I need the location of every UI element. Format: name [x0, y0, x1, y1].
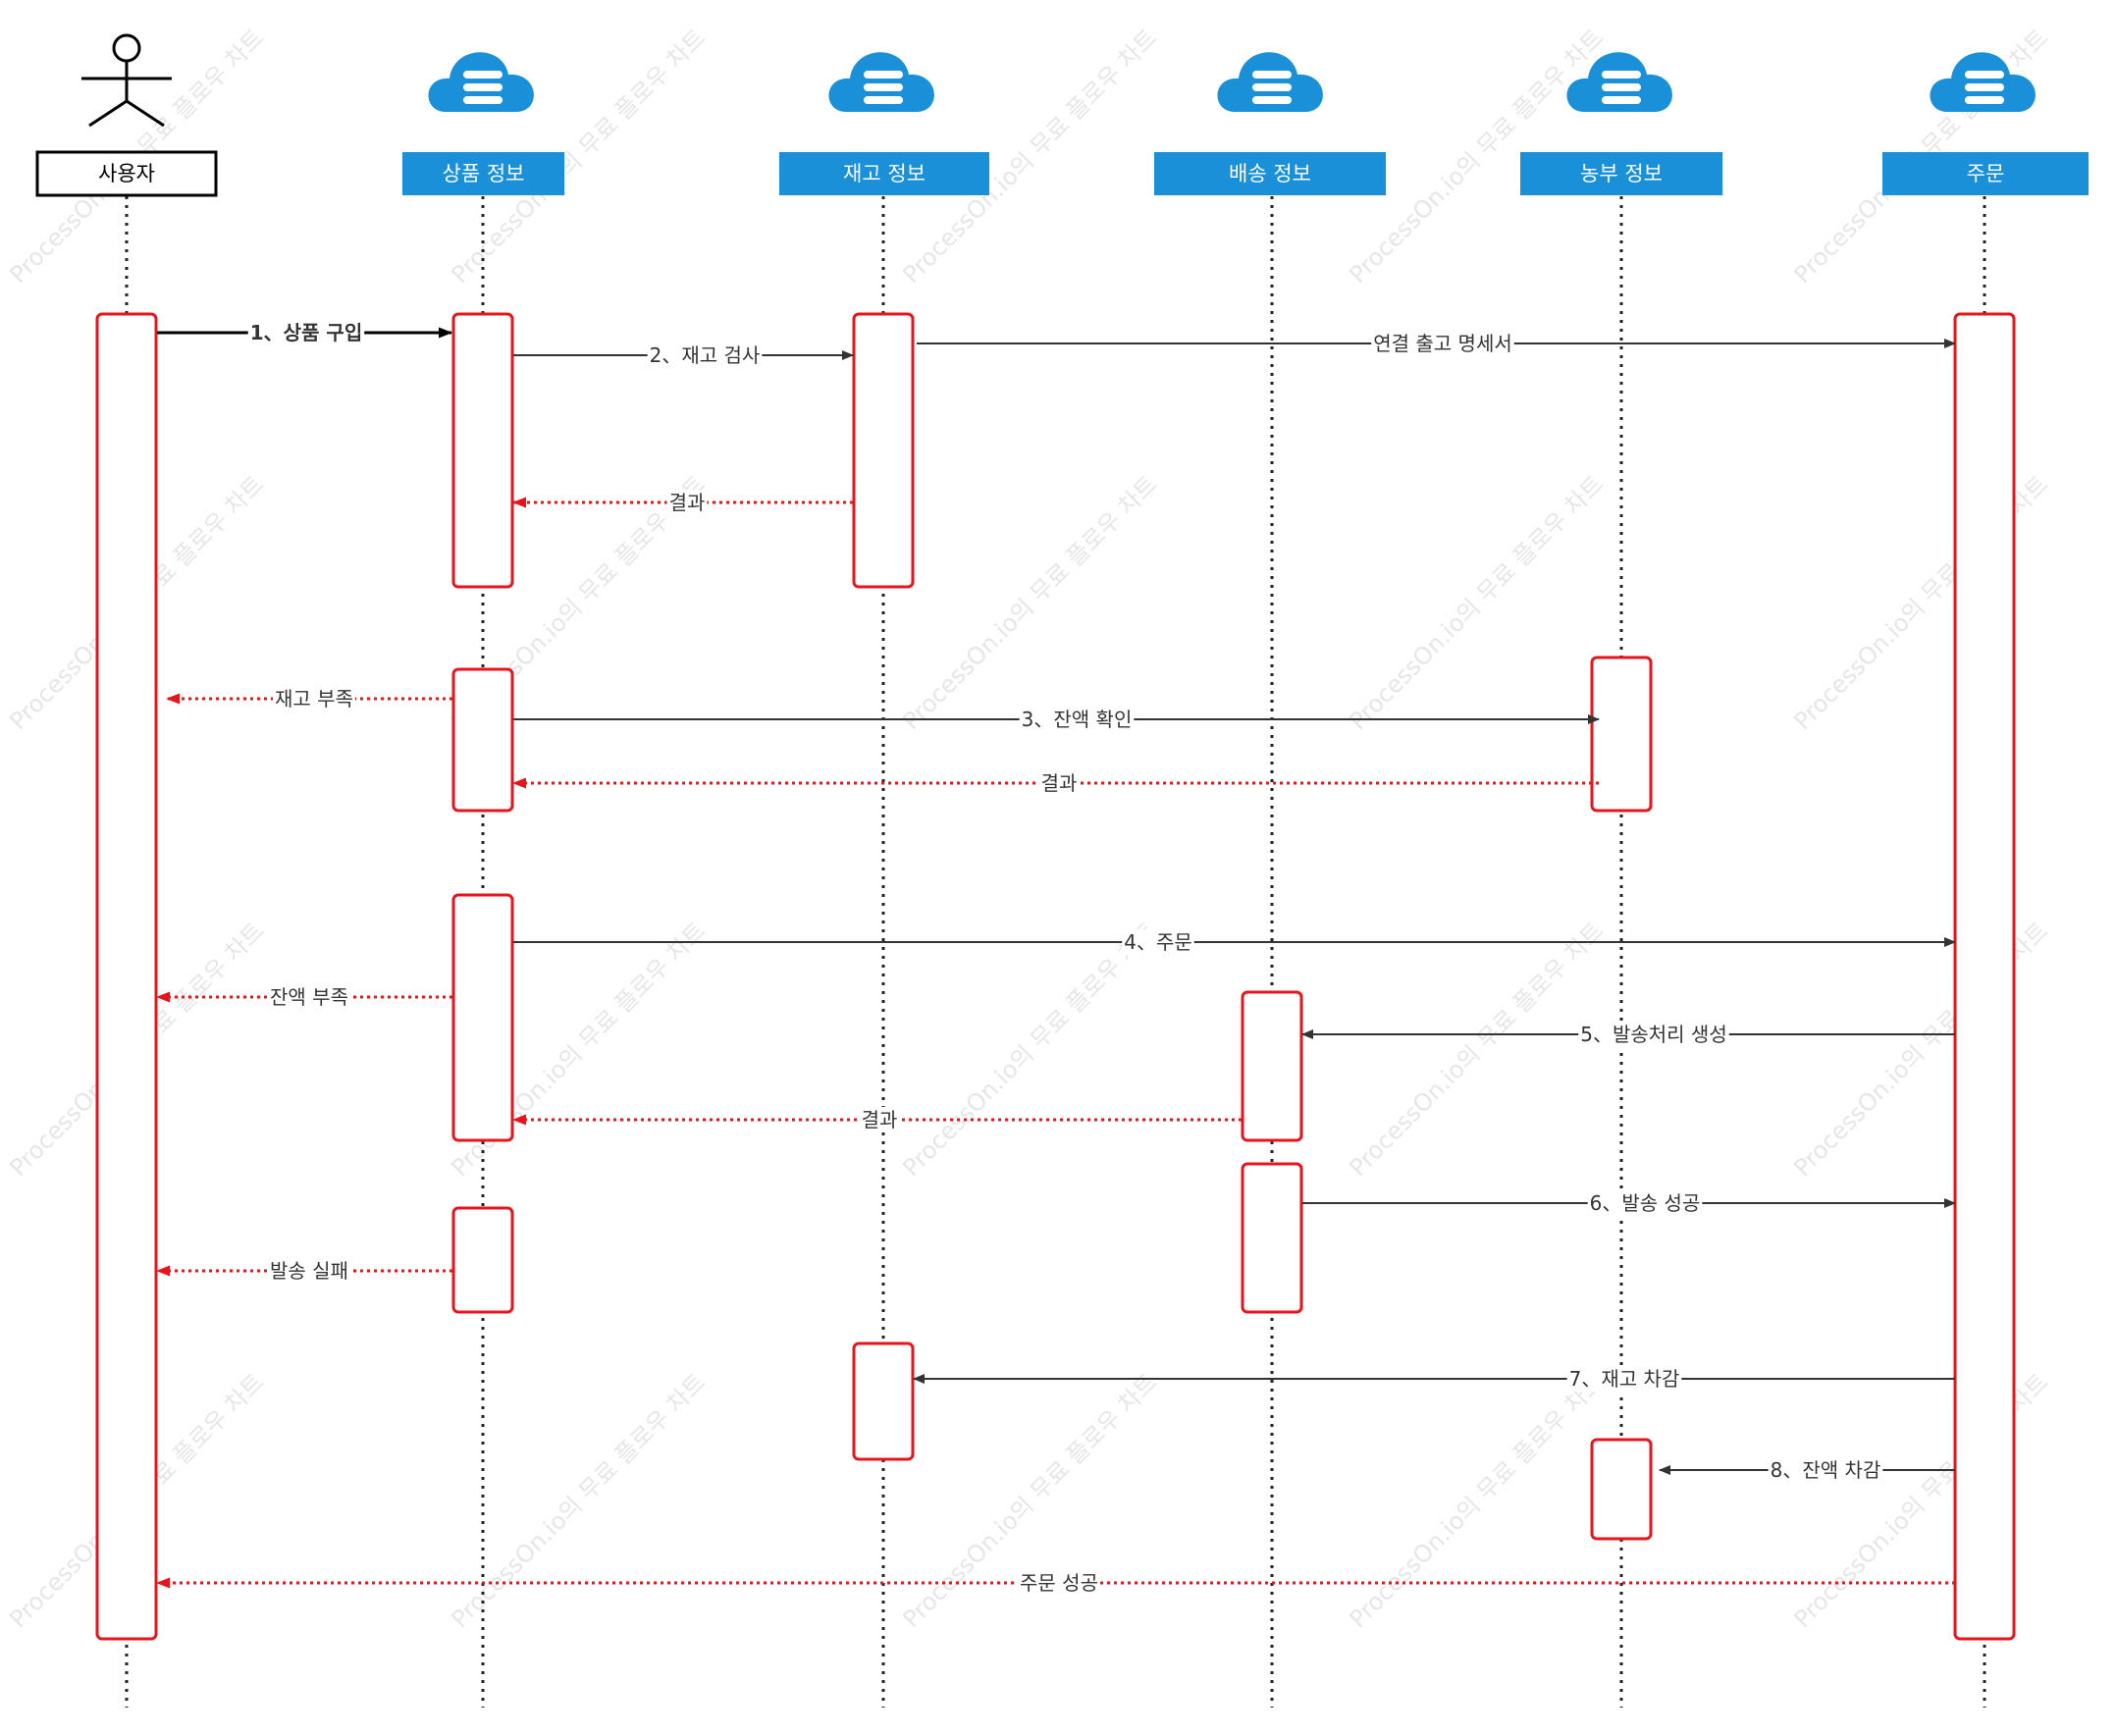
message-1: 1、상품 구입 [157, 320, 452, 345]
participant-box [1520, 152, 1722, 195]
message-label-bg [647, 342, 763, 368]
message-8: 4、주문 [513, 929, 1956, 955]
watermark-text: ProcessOn.io의 무료 플로우 차트 [897, 470, 1162, 735]
message-label: 결과 [862, 1108, 898, 1131]
message-label: 5、발송처리 생성 [1580, 1023, 1726, 1046]
return-message-9: 잔액 부족 [156, 984, 452, 1010]
participant-label: 농부 정보 [1580, 162, 1663, 185]
message-label: 주문 성공 [1020, 1571, 1098, 1595]
message-2: 2、재고 검사 [513, 342, 854, 368]
cloud-database-icon [1566, 52, 1672, 112]
message-label-bg [1019, 707, 1135, 732]
activation-bar-stock [852, 1341, 915, 1461]
message-label-bg [268, 1258, 350, 1284]
participant-box [35, 150, 218, 197]
message-label-bg [1038, 770, 1080, 796]
cloud-database-icon [828, 52, 934, 112]
message-14: 7、재고 차감 [913, 1366, 1955, 1392]
activation-bar-farmer [1590, 1438, 1653, 1541]
watermark-text: ProcessOn.io의 무료 플로우 차트 [1344, 1368, 1609, 1633]
participant-box [1154, 152, 1386, 195]
message-label: 발송 실패 [270, 1259, 348, 1283]
message-label: 1、상품 구입 [250, 321, 362, 344]
return-message-7: 결과 [512, 770, 1599, 796]
message-label: 7、재고 차감 [1569, 1367, 1680, 1391]
message-3: 연결 출고 명세서 [917, 331, 1956, 356]
message-label-bg [1578, 1022, 1729, 1047]
message-label-bg [1587, 1190, 1703, 1216]
cloud-database-icon [1930, 52, 2036, 112]
message-12: 6、발송 성공 [1302, 1190, 1956, 1216]
participant-product: 상품 정보 [402, 52, 564, 195]
participant-order: 주문 [1882, 52, 2089, 195]
message-label: 2、재고 검사 [650, 343, 761, 367]
participant-stock: 재고 정보 [779, 52, 989, 195]
message-15: 8、잔액 차감 [1659, 1457, 1955, 1483]
message-label: 연결 출고 명세서 [1373, 332, 1512, 355]
return-message-16: 주문 성공 [156, 1570, 1955, 1596]
watermark-layer: ProcessOn.io의 무료 플로우 차트 ProcessOn.io의 무료 … [4, 24, 2053, 1633]
return-message-13: 발송 실패 [156, 1258, 452, 1284]
activation-layer [95, 312, 2016, 1641]
participant-label: 재고 정보 [843, 162, 926, 185]
participant-box [779, 152, 989, 195]
message-label: 6、발송 성공 [1590, 1191, 1701, 1215]
message-label-bg [1122, 929, 1194, 955]
message-label: 결과 [1041, 771, 1078, 795]
message-label-bg [859, 1107, 900, 1132]
message-label-bg [268, 984, 350, 1010]
message-label-bg [1018, 1570, 1100, 1596]
actor-icon [81, 33, 172, 128]
message-label: 3、잔액 확인 [1022, 708, 1133, 731]
message-label-bg [666, 490, 708, 515]
participant-farmer: 농부 정보 [1520, 52, 1722, 195]
activation-bar-delivery [1241, 990, 1303, 1142]
participant-box [402, 152, 564, 195]
watermark-text: ProcessOn.io의 무료 플로우 차트 [446, 1368, 711, 1633]
watermark-text: ProcessOn.io의 무료 플로우 차트 [1344, 917, 1609, 1182]
message-label: 4、주문 [1124, 930, 1192, 954]
return-message-11: 결과 [512, 1107, 1242, 1132]
cloud-database-icon [1217, 52, 1323, 112]
return-message-5: 재고 부족 [166, 686, 452, 711]
watermark-text: ProcessOn.io의 무료 플로우 차트 [1344, 470, 1609, 735]
cloud-database-icon [428, 52, 534, 112]
participant-label: 사용자 [98, 162, 155, 185]
participant-delivery: 배송 정보 [1154, 52, 1386, 195]
activation-bar-product [451, 893, 514, 1142]
message-label-bg [1566, 1366, 1682, 1392]
message-label-bg [247, 320, 365, 345]
activation-bar-product [451, 667, 514, 813]
activation-bar-delivery [1241, 1162, 1303, 1314]
participant-label: 상품 정보 [443, 162, 525, 185]
message-label-bg [1371, 331, 1514, 356]
activation-bar-user [95, 312, 158, 1641]
activation-bar-farmer [1590, 656, 1653, 813]
activation-bar-product [451, 312, 514, 589]
participant-header-layer: 사용자 상품 정보 재고 정보 배송 정보 농부 정보 주문 [35, 33, 2089, 197]
participant-user: 사용자 [35, 33, 218, 197]
message-label-bg [273, 686, 355, 711]
message-6: 3、잔액 확인 [513, 707, 1600, 732]
return-message-4: 결과 [512, 490, 853, 515]
activation-bar-product [451, 1206, 514, 1314]
participant-box [1882, 152, 2089, 195]
participant-label: 주문 [1967, 162, 2005, 185]
activation-bar-stock [852, 312, 915, 589]
message-label: 잔액 부족 [270, 985, 348, 1009]
watermark-text: ProcessOn.io의 무료 플로우 차트 [897, 917, 1162, 1182]
participant-label: 배송 정보 [1229, 162, 1311, 185]
message-label: 재고 부족 [275, 687, 353, 710]
message-label-bg [1768, 1457, 1883, 1483]
message-10: 5、발송처리 생성 [1301, 1022, 1955, 1047]
activation-bar-order [1953, 312, 2016, 1641]
message-label: 8、잔액 차감 [1771, 1458, 1881, 1482]
message-label: 결과 [669, 491, 706, 514]
